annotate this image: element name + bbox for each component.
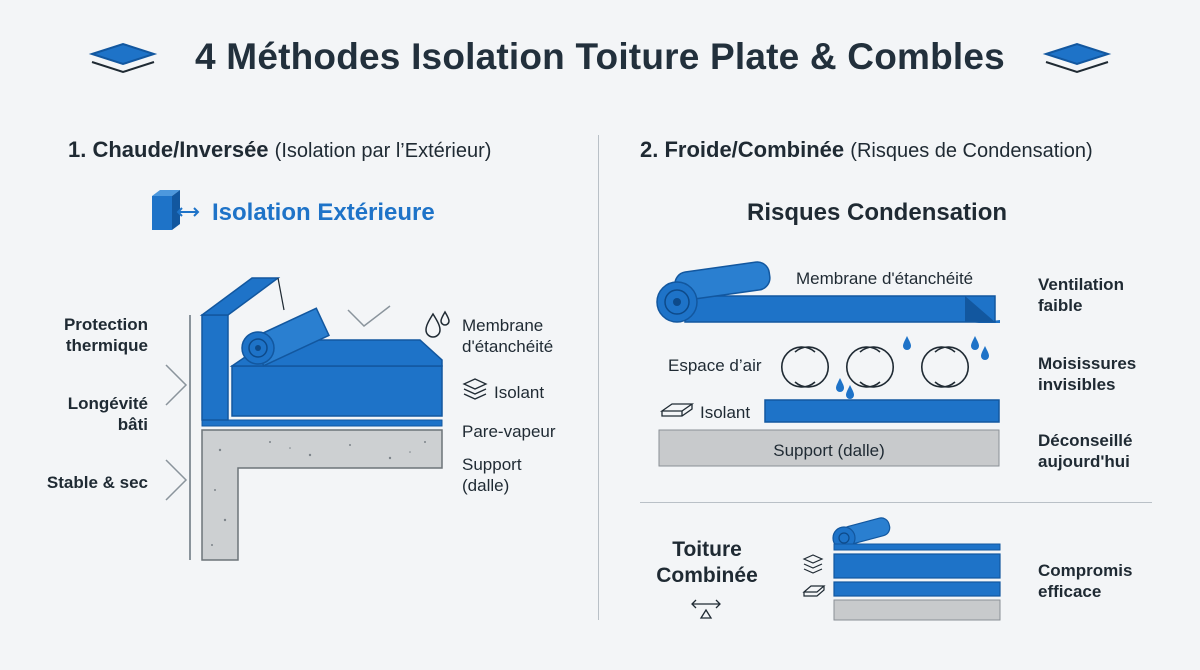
label-membrane: Membrane d'étanchéité [462, 316, 554, 356]
exterior-insulation-icon [152, 190, 200, 230]
cold-roof-diagram [656, 261, 1000, 467]
water-drop-icon [425, 310, 450, 338]
insulation-stack-icon [462, 378, 488, 400]
benefit-protection: Protection thermique [63, 315, 148, 355]
right-subtitle: Risques Condensation [747, 199, 1008, 226]
combined-note: Compromis efficace [1038, 561, 1133, 601]
support-slab [658, 429, 1000, 467]
left-subtitle: Isolation Extérieure [212, 199, 435, 226]
label-membrane-right: Membrane d'étanchéité [796, 269, 974, 288]
label-support: Support (dalle) [462, 455, 522, 495]
label-pare-vapeur: Pare-vapeur [462, 422, 556, 441]
membrane-roll-right [656, 261, 771, 323]
vapour-barrier [201, 419, 443, 427]
right-heading: 2. Froide/Combinée (Risques de Condensat… [640, 137, 1093, 162]
air-loop-2 [859, 346, 894, 388]
membrane-roll [241, 307, 330, 367]
issue-ventilation: Ventilation faible [1038, 275, 1124, 315]
section-separator [640, 502, 1152, 503]
benefit-arrows [165, 364, 188, 501]
label-isolant-right: Isolant [700, 403, 751, 422]
air-loop-3 [934, 346, 969, 388]
label-support-right: Support (dalle) [773, 441, 885, 460]
left-heading: 1. Chaude/Inversée (Isolation par l’Exté… [68, 137, 492, 162]
benefit-stable: Stable & sec [46, 473, 148, 492]
air-loop-1 [794, 346, 829, 388]
insulation-bar [764, 399, 1000, 423]
combined-title: Toiture Combinée [656, 538, 758, 587]
board-icon-small [802, 585, 826, 597]
concrete-slab [201, 429, 443, 561]
label-air-gap: Espace d’air [668, 356, 762, 375]
upstand [201, 314, 229, 421]
insulation-board-icon [659, 403, 695, 417]
warm-roof-diagram [189, 277, 443, 561]
insulation-block [231, 365, 443, 417]
stack-icon-small [802, 554, 824, 574]
issue-mold: Moisissures invisibles [1038, 354, 1137, 394]
label-isolant: Isolant [494, 383, 545, 402]
layers-icon-left [88, 42, 158, 74]
benefit-longevity: Longévité bâti [67, 394, 148, 434]
page-title: 4 Méthodes Isolation Toiture Plate & Com… [195, 36, 1005, 77]
balance-icon [691, 599, 721, 619]
layers-icon-right [1042, 42, 1112, 74]
combined-roof-diagram [832, 517, 1001, 621]
column-divider [598, 135, 599, 620]
issue-not-recommended: Déconseillé aujourd'hui [1038, 431, 1133, 471]
